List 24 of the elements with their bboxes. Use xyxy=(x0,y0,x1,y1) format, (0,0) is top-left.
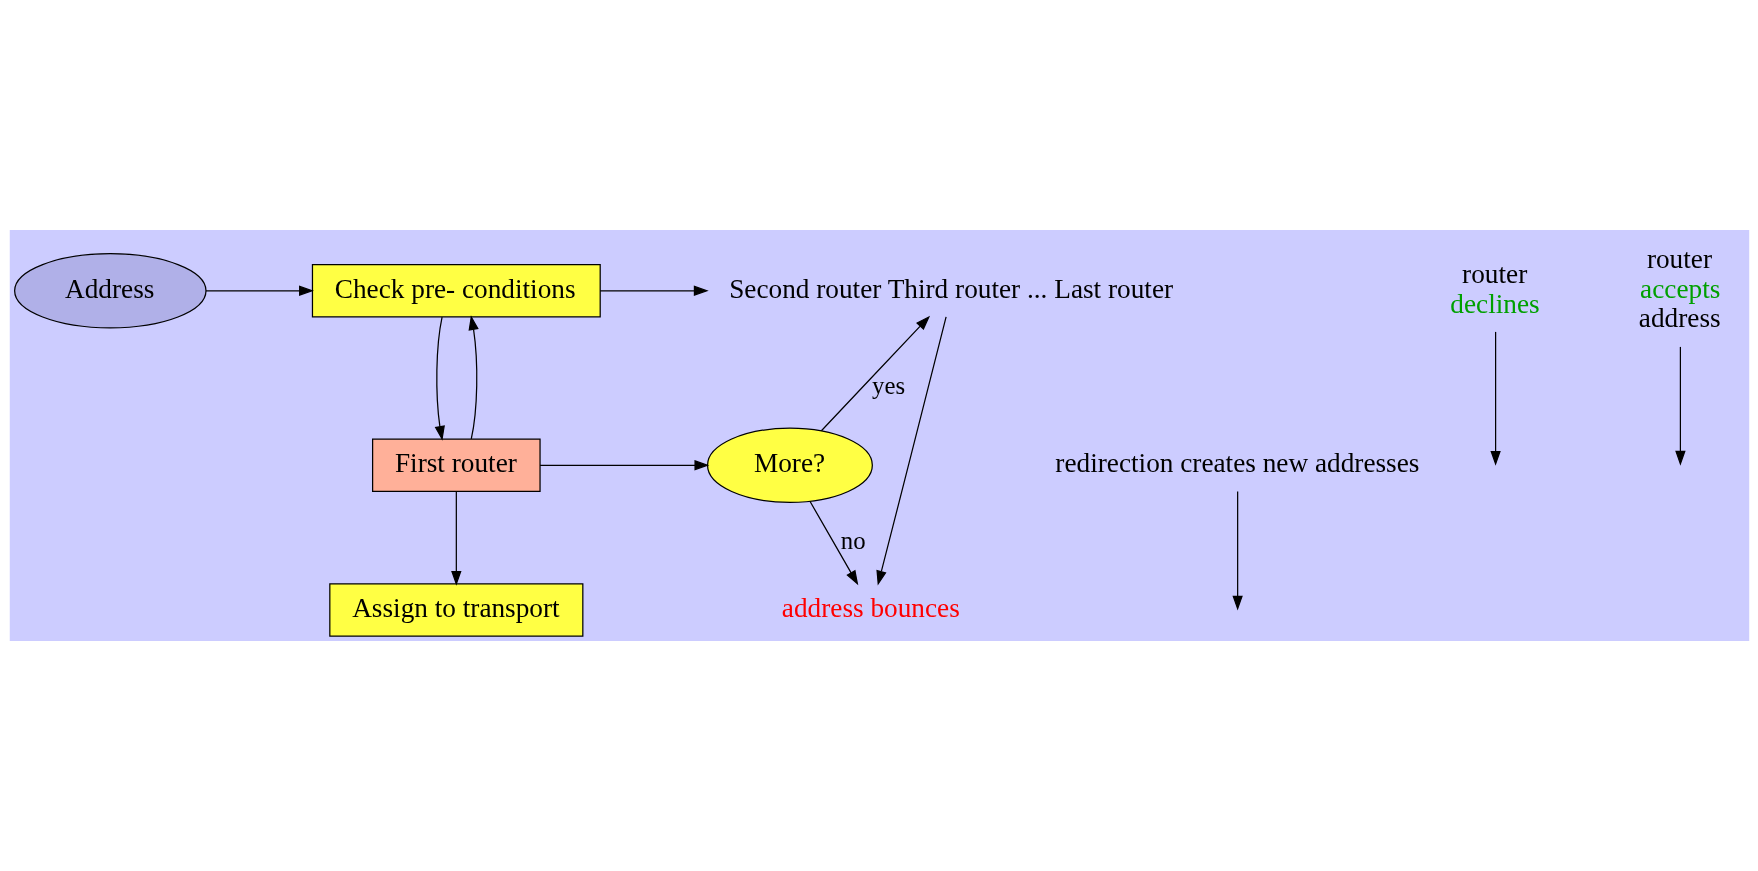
arrow xyxy=(538,460,709,471)
node-box: Assign to transport xyxy=(328,583,583,637)
arrow xyxy=(1231,491,1243,611)
arrow xyxy=(450,491,462,586)
arrow xyxy=(599,285,709,296)
edge-label: no xyxy=(840,527,866,555)
arrow xyxy=(204,285,314,296)
arrow xyxy=(1489,331,1501,466)
node-text: router declines xyxy=(1449,258,1540,319)
arrow xyxy=(875,316,947,586)
arrow xyxy=(1674,346,1686,466)
node-text: address bounces xyxy=(781,592,960,623)
node-text: router accepts address xyxy=(1638,243,1721,334)
edge-label: yes xyxy=(871,371,905,399)
node-text: redirection creates new addresses xyxy=(1054,448,1419,479)
node-box: First router xyxy=(371,438,541,492)
node-text: Second router Third router ... Last router xyxy=(728,273,1173,304)
node-ellipse: Address xyxy=(13,253,207,329)
arrow xyxy=(808,500,858,586)
node-ellipse: More? xyxy=(706,427,873,503)
node-box: Check pre- conditions xyxy=(311,264,601,318)
arrow xyxy=(434,316,445,441)
arrow xyxy=(820,315,930,432)
arrow xyxy=(468,315,479,440)
